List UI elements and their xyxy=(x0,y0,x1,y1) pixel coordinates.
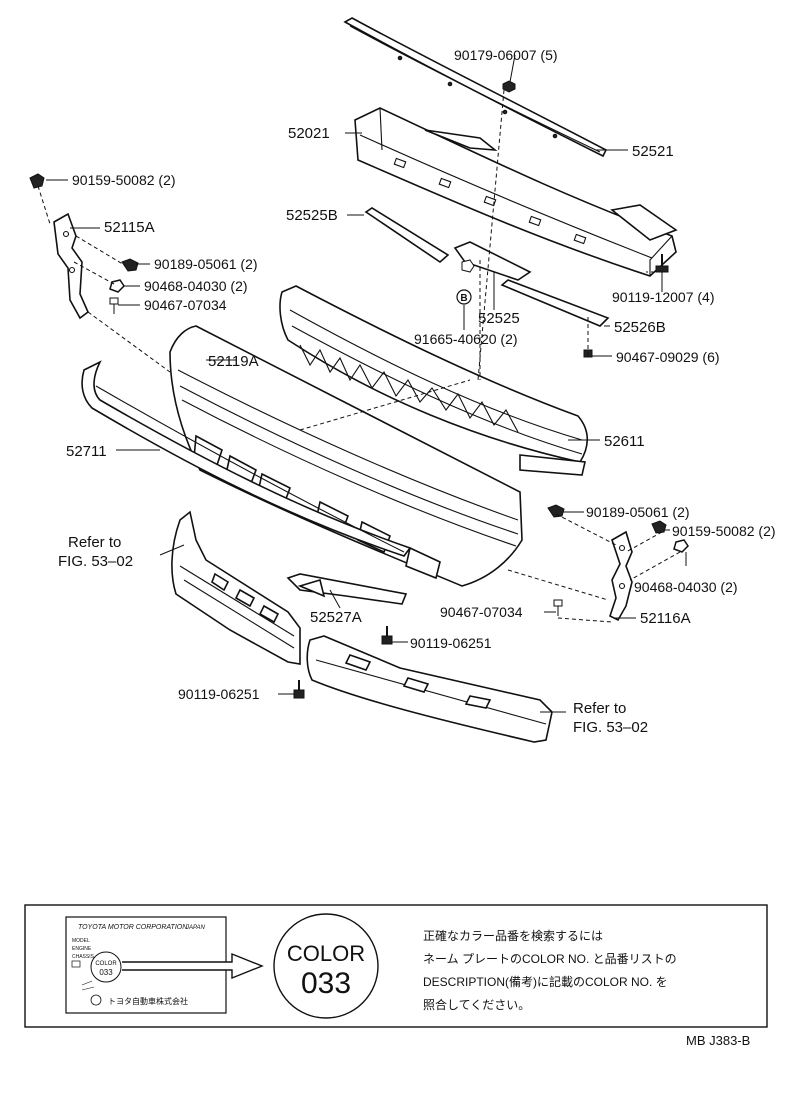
fastener-clip-90159-right xyxy=(651,520,667,534)
fastener-nut-90179 xyxy=(502,80,516,93)
bumper-side-retainer-left xyxy=(53,212,89,320)
part-label: 90119-06251 xyxy=(178,686,260,702)
bumper-strip-52526b xyxy=(500,279,610,327)
part-label: 90468-04030 (2) xyxy=(634,579,738,595)
fastener-bolt-90119-06251-upper xyxy=(381,626,393,645)
fastener-nut-90189-left xyxy=(121,258,139,272)
part-label: 90159-50082 (2) xyxy=(72,172,176,188)
svg-text:CHASSIS: CHASSIS xyxy=(72,954,95,960)
color-code-badge: COLOR 033 xyxy=(273,913,379,1019)
fastener-clip-90159-left xyxy=(29,173,45,189)
part-label: 91665-40620 (2) xyxy=(414,331,518,347)
part-label: 52611 xyxy=(604,433,645,450)
svg-text:正確なカラー品番を検索するには: 正確なカラー品番を検索するには xyxy=(423,928,603,943)
svg-text:TOYOTA MOTOR CORPORATION: TOYOTA MOTOR CORPORATION xyxy=(78,924,188,931)
part-label: 90179-06007 (5) xyxy=(454,47,558,63)
bumper-energy-absorber xyxy=(279,285,589,476)
bumper-reinforcement-strip xyxy=(343,17,608,158)
part-label: 90467-07034 xyxy=(144,297,227,313)
part-label: 90467-07034 xyxy=(440,604,523,620)
leader-lines xyxy=(46,54,687,713)
fastener-washer-90468-left xyxy=(109,279,125,293)
svg-text:COLOR: COLOR xyxy=(287,941,365,966)
part-label: 52711 xyxy=(66,443,107,460)
lower-spoiler-right xyxy=(306,635,553,743)
bumper-moulding xyxy=(81,360,412,557)
svg-text:Refer to: Refer to xyxy=(68,534,121,551)
part-label: 90467-09029 (6) xyxy=(616,349,720,365)
svg-text:JAPAN: JAPAN xyxy=(185,925,206,931)
svg-text:照合してください。: 照合してください。 xyxy=(423,997,530,1012)
part-label: 52525B xyxy=(286,207,338,224)
fastener-screw-90467-left xyxy=(109,297,119,314)
fastener-bolt-90119-12007 xyxy=(655,254,669,273)
fastener-nut-90189-right xyxy=(547,504,565,518)
svg-text:COLOR: COLOR xyxy=(95,961,117,967)
reference-note-left: Refer to FIG. 53–02 xyxy=(58,534,133,570)
fastener-washer-90468-right xyxy=(673,539,689,553)
bumper-reinforcement xyxy=(354,107,678,277)
part-label: 90119-12007 (4) xyxy=(612,289,714,305)
bumper-bracket-52527a xyxy=(286,573,408,605)
reference-note-right: Refer to FIG. 53–02 xyxy=(573,700,648,736)
assembly-dashed-lines xyxy=(37,89,681,623)
callout-b-letter: B xyxy=(460,293,467,304)
svg-text:Refer to: Refer to xyxy=(573,700,626,717)
part-label: 90468-04030 (2) xyxy=(144,278,248,294)
color-lookup-note: 正確なカラー品番を検索するには ネーム プレートのCOLOR NO. と品番リス… xyxy=(423,928,677,1012)
svg-text:FIG. 53–02: FIG. 53–02 xyxy=(58,553,133,570)
svg-text:FIG. 53–02: FIG. 53–02 xyxy=(573,719,648,736)
bumper-bracket-52525 xyxy=(453,241,532,281)
part-label: 52021 xyxy=(288,125,330,142)
fastener-clip-91665 xyxy=(461,259,475,273)
fastener-screw-90467-right xyxy=(553,599,563,616)
bumper-side-retainer-right xyxy=(609,530,633,622)
svg-text:ENGINE: ENGINE xyxy=(72,946,92,952)
part-label: 90159-50082 (2) xyxy=(672,523,776,539)
part-label: 52526B xyxy=(614,319,666,336)
part-label: 52119A xyxy=(208,353,259,370)
color-info-box: TOYOTA MOTOR CORPORATION JAPAN MODEL ENG… xyxy=(24,904,768,1028)
fastener-bolt-90119-06251-lower xyxy=(293,680,305,699)
svg-text:DESCRIPTION(備考)に記載のCOLOR NO. を: DESCRIPTION(備考)に記載のCOLOR NO. を xyxy=(423,974,668,989)
svg-text:033: 033 xyxy=(99,968,113,977)
part-label: 90119-06251 xyxy=(410,635,492,651)
part-label: 52527A xyxy=(310,609,362,626)
svg-text:ネーム プレートのCOLOR NO. と品番リストの: ネーム プレートのCOLOR NO. と品番リストの xyxy=(423,952,677,966)
callout-b-marker: B xyxy=(456,289,472,305)
part-label: 52525 xyxy=(478,310,520,327)
part-label: 52115A xyxy=(104,219,155,236)
part-label: 90189-05061 (2) xyxy=(586,504,690,520)
part-label: 52521 xyxy=(632,143,674,160)
arrow-icon xyxy=(122,952,264,980)
svg-text:トヨタ自動車株式会社: トヨタ自動車株式会社 xyxy=(108,996,188,1006)
svg-text:MODEL: MODEL xyxy=(72,938,90,944)
svg-text:033: 033 xyxy=(301,967,351,1000)
lower-spoiler-left xyxy=(171,510,301,665)
part-label: 52116A xyxy=(640,610,691,627)
part-labels: 90179-06007 (5) 52021 52521 90159-50082 … xyxy=(66,47,776,702)
part-label: 90189-05061 (2) xyxy=(154,256,258,272)
bumper-strip-52525b xyxy=(364,207,450,264)
figure-id: MB J383-B xyxy=(686,1033,750,1048)
